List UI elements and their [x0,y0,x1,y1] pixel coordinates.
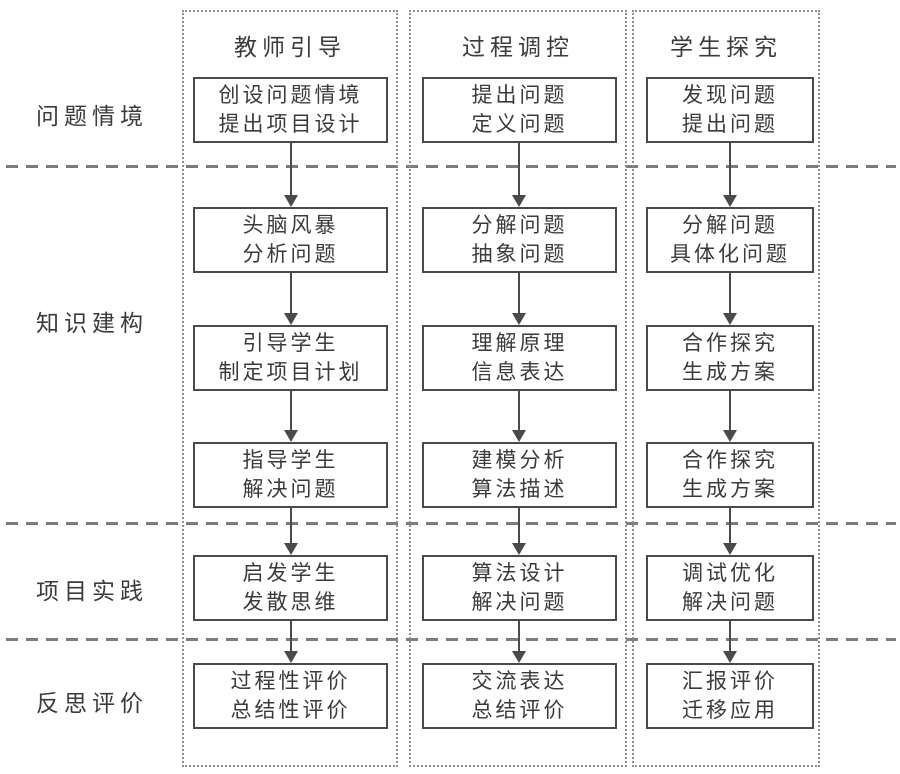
down-arrow-icon [512,391,526,442]
row-label-knowledge-construction: 知识建构 [36,311,148,337]
flow-box-text: 发现问题 [682,83,778,108]
flow-box-text: 生成方案 [682,477,778,501]
column-header-teacher-guidance: 教师引导 [234,35,346,61]
flow-box-text: 指导学生 [242,448,339,473]
flow-box-text: 具体化问题 [670,242,790,266]
flow-box-text: 算法设计 [471,561,568,586]
flow-box-c2-r1: 提出问题 定义问题 [422,77,617,143]
flow-box-text: 启发学生 [242,561,339,586]
down-arrow-icon [723,273,737,325]
flow-box-text: 创设问题情境 [218,83,363,108]
down-arrow-icon [512,621,526,663]
flow-box-c1-r2: 头脑风暴 分析问题 [193,207,388,273]
flow-box-text: 制定项目计划 [218,360,363,384]
flow-box-text: 理解原理 [471,331,568,356]
flow-box-c3-r1: 发现问题 提出问题 [646,77,814,143]
flow-box-text: 提出问题 [682,112,778,136]
flow-box-text: 解决问题 [682,590,778,614]
down-arrow-icon [723,143,737,207]
flow-box-c1-r6: 过程性评价 总结性评价 [193,663,388,729]
down-arrow-icon [284,621,298,663]
flow-box-text: 分析问题 [242,242,339,266]
flow-box-c2-r4: 建模分析 算法描述 [422,442,617,508]
flow-box-text: 定义问题 [471,112,568,136]
row-label-reflection-evaluation: 反思评价 [36,691,148,717]
flow-box-text: 总结评价 [471,698,568,722]
flow-box-text: 交流表达 [471,669,568,694]
flow-box-text: 算法描述 [471,477,568,501]
dashed-separator-1 [6,165,896,168]
flow-box-c3-r6: 汇报评价 迁移应用 [646,663,814,729]
flow-box-c1-r4: 指导学生 解决问题 [193,442,388,508]
flow-box-text: 提出问题 [471,83,568,108]
flow-box-text: 头脑风暴 [242,213,339,238]
flow-box-text: 过程性评价 [230,669,351,694]
column-student-inquiry: 学生探究 [632,10,820,767]
flow-box-text: 发散思维 [242,590,339,614]
down-arrow-icon [512,273,526,325]
flow-box-c1-r1: 创设问题情境 提出项目设计 [193,77,388,143]
down-arrow-icon [284,508,298,555]
flow-box-c1-r3: 引导学生 制定项目计划 [193,325,388,391]
flow-box-c3-r4: 合作探究 生成方案 [646,442,814,508]
flow-box-text: 调试优化 [682,561,778,586]
flow-box-c2-r2: 分解问题 抽象问题 [422,207,617,273]
flow-box-c3-r2: 分解问题 具体化问题 [646,207,814,273]
down-arrow-icon [284,391,298,442]
flow-box-text: 抽象问题 [471,242,568,266]
down-arrow-icon [723,621,737,663]
down-arrow-icon [512,508,526,555]
column-header-process-regulation: 过程调控 [462,35,574,61]
down-arrow-icon [284,143,298,207]
row-label-problem-situation: 问题情境 [36,104,148,130]
down-arrow-icon [284,273,298,325]
flow-box-text: 引导学生 [242,331,339,356]
dashed-separator-2 [6,522,896,525]
down-arrow-icon [723,391,737,442]
column-teacher-guidance: 教师引导 [182,10,398,767]
flow-box-text: 分解问题 [471,213,568,238]
column-process-regulation: 过程调控 [409,10,627,767]
down-arrow-icon [723,508,737,555]
flow-box-c2-r3: 理解原理 信息表达 [422,325,617,391]
flow-box-text: 提出项目设计 [218,112,363,136]
flow-box-text: 生成方案 [682,360,778,384]
flow-box-text: 建模分析 [471,448,568,473]
row-label-project-practice: 项目实践 [36,579,148,605]
flow-box-text: 信息表达 [471,360,568,384]
flow-box-c2-r5: 算法设计 解决问题 [422,555,617,621]
flow-box-c2-r6: 交流表达 总结评价 [422,663,617,729]
dashed-separator-3 [6,638,896,641]
flow-box-text: 解决问题 [242,477,339,501]
flow-box-c3-r5: 调试优化 解决问题 [646,555,814,621]
flow-box-text: 汇报评价 [682,669,778,694]
flow-box-text: 解决问题 [471,590,568,614]
flow-box-c3-r3: 合作探究 生成方案 [646,325,814,391]
flow-box-text: 分解问题 [682,213,778,238]
flow-box-c1-r5: 启发学生 发散思维 [193,555,388,621]
column-header-student-inquiry: 学生探究 [670,35,782,61]
flow-box-text: 迁移应用 [682,698,778,722]
flow-box-text: 合作探究 [682,331,778,356]
flow-box-text: 总结性评价 [230,698,351,722]
flow-box-text: 合作探究 [682,448,778,473]
down-arrow-icon [512,143,526,207]
